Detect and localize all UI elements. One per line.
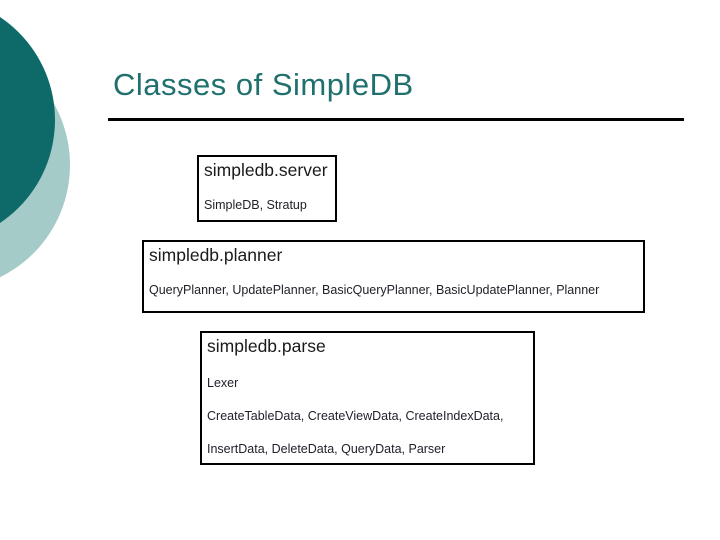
package-title: simpledb.planner bbox=[149, 245, 283, 265]
package-title: simpledb.parse bbox=[207, 336, 326, 356]
package-classes-line: QueryPlanner, UpdatePlanner, BasicQueryP… bbox=[149, 282, 600, 297]
package-classes-line: InsertData, DeleteData, QueryData, Parse… bbox=[207, 441, 446, 456]
package-classes-line: SimpleDB, Stratup bbox=[204, 197, 307, 212]
package-classes-line: Lexer bbox=[207, 375, 239, 390]
title-underline bbox=[108, 118, 684, 121]
package-box-planner: simpledb.planner QueryPlanner, UpdatePla… bbox=[142, 240, 645, 313]
package-box-parse: simpledb.parse Lexer CreateTableData, Cr… bbox=[200, 331, 535, 465]
package-classes-line: CreateTableData, CreateViewData, CreateI… bbox=[207, 408, 504, 423]
package-title: simpledb.server bbox=[204, 160, 328, 180]
package-box-server: simpledb.server SimpleDB, Stratup bbox=[197, 155, 337, 222]
slide-title: Classes of SimpleDB bbox=[113, 67, 414, 102]
